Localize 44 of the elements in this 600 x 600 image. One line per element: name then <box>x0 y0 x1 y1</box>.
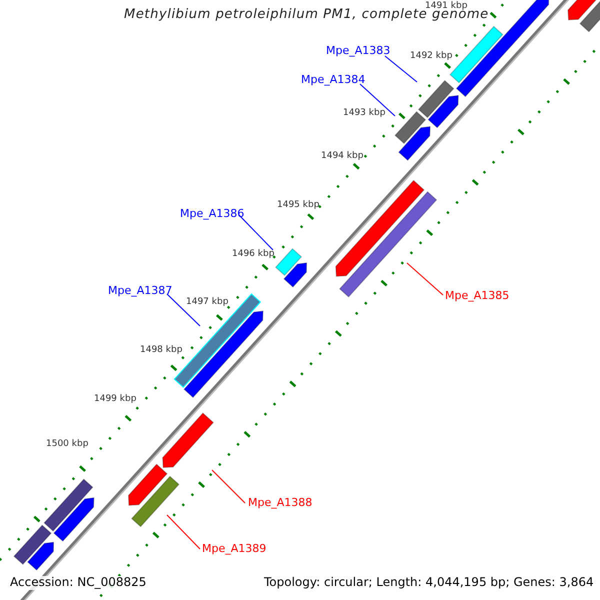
gene-label: Mpe_A1384 <box>301 74 366 87</box>
gene-label: Mpe_A1387 <box>108 285 172 298</box>
gene-feature <box>162 412 214 468</box>
scale-label: 1499 kbp <box>94 394 136 404</box>
info-text: Accession: NC_008825 <box>8 576 148 590</box>
scale-label: 1491 kbp <box>425 1 468 11</box>
title: Methylibium petroleiphilum PM1, complete genome <box>124 8 489 23</box>
gene-label: Mpe_A1386 <box>180 208 244 221</box>
leader-line <box>166 514 200 550</box>
gene-feature <box>183 310 264 398</box>
gene-label: Mpe_A1389 <box>202 543 266 556</box>
leader-line <box>384 56 418 82</box>
leader-line <box>212 470 246 504</box>
gene-label: Mpe_A1388 <box>248 497 312 510</box>
scale-label: 1492 kbp <box>410 51 452 62</box>
gene-feature <box>53 497 94 542</box>
gene-feature <box>398 126 431 161</box>
scale-label: 1494 kbp <box>321 151 364 162</box>
leader-line <box>238 214 274 250</box>
gene-feature <box>128 464 168 506</box>
gene-label: Mpe_A1383 <box>326 45 390 58</box>
scale-label: 1497 kbp <box>186 297 228 308</box>
leader-line <box>166 294 200 326</box>
leader-line <box>360 84 396 116</box>
scale-label: 1500 kbp <box>46 439 88 450</box>
gene-feature <box>418 80 454 118</box>
gene-feature <box>27 542 54 571</box>
scale-label: 1498 kbp <box>140 345 182 356</box>
leader-line <box>406 262 444 296</box>
gene-feature <box>44 478 94 532</box>
gene-feature <box>428 94 459 128</box>
scale-label: 1495 kbp <box>277 200 320 210</box>
gene-feature <box>335 180 425 277</box>
gene-feature <box>339 191 438 298</box>
gene-feature <box>13 524 52 565</box>
gene-feature <box>131 476 180 528</box>
gene-feature <box>283 262 308 288</box>
gene-label: Mpe_A1385 <box>445 290 510 303</box>
info-text: Topology: circular; Length: 4,044,195 bp; Genes: 3,864 <box>262 576 596 590</box>
gene-feature <box>394 111 426 144</box>
gene-feature <box>579 0 600 32</box>
scale-label: 1496 kbp <box>232 249 274 260</box>
gene-feature <box>275 248 302 276</box>
scale-label: 1493 kbp <box>343 108 386 118</box>
